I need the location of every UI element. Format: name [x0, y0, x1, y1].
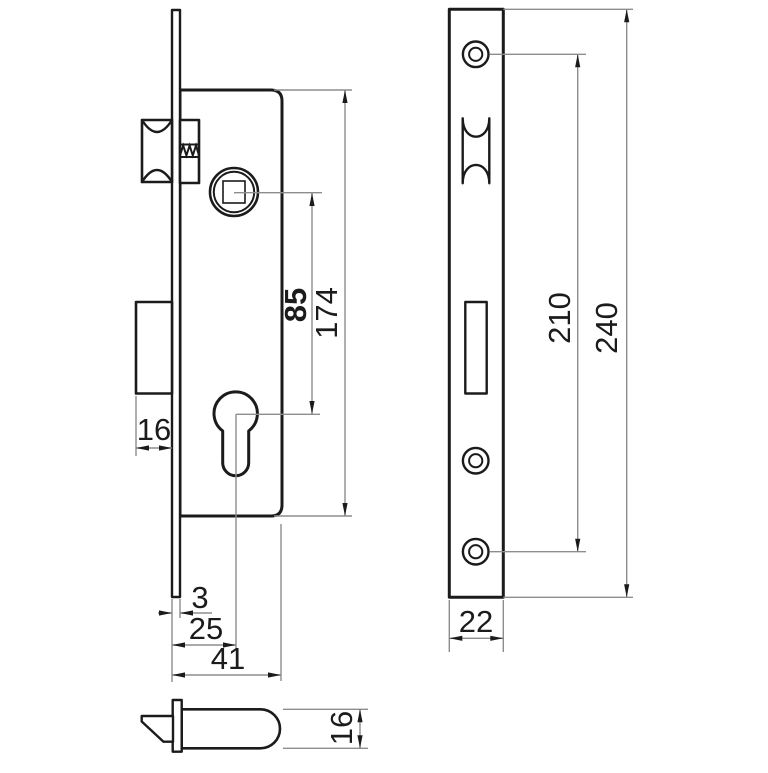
deadbolt: [134, 300, 174, 395]
latch-tail-block: [178, 118, 201, 185]
arrow-down-icon: [309, 401, 315, 414]
dim-240: 240: [503, 8, 633, 598]
arrow-down-icon: [342, 503, 348, 516]
arrow-down-icon: [624, 584, 630, 598]
dim-3-label: 3: [191, 580, 208, 615]
arrow-left-icon: [449, 635, 463, 641]
arrow-up-icon: [357, 709, 363, 723]
arrow-right-icon: [159, 610, 172, 616]
arrow-left-icon: [180, 610, 193, 616]
front-view: 210 240 22: [447, 7, 633, 652]
dim-25-label: 25: [189, 611, 223, 646]
dim-22-label: 22: [459, 604, 493, 639]
latch-opening: [461, 117, 491, 185]
arrow-down-icon: [357, 735, 363, 749]
arrow-left-icon: [172, 642, 185, 648]
arrow-up-icon: [575, 54, 581, 68]
arrow-up-icon: [624, 9, 630, 23]
arrow-left-icon: [136, 445, 149, 451]
arrow-right-icon: [223, 642, 236, 648]
screw-hole-middle: [461, 446, 490, 475]
latch-detail-view: 16: [140, 698, 368, 753]
arrow-right-icon: [490, 635, 504, 641]
dim-16-throw: 16: [135, 396, 172, 456]
dim-41-label: 41: [211, 641, 245, 676]
dim-3: 3: [158, 580, 212, 682]
dim-85-label: 85: [278, 288, 313, 322]
dim-16-latch-label: 16: [324, 711, 359, 745]
dim-174-label: 174: [309, 287, 344, 339]
spring-zigzag: [179, 142, 200, 159]
dim-16-latch: 16: [283, 708, 368, 749]
arrow-up-icon: [342, 90, 348, 103]
dim-41: 41: [172, 524, 282, 681]
dim-174: 174: [274, 89, 352, 517]
arrow-right-icon: [159, 445, 172, 451]
arrow-left-icon: [172, 672, 185, 678]
deadbolt-opening: [464, 300, 488, 395]
arrow-up-icon: [309, 193, 315, 206]
screw-hole-top: [461, 40, 490, 69]
dim-16-throw-label: 16: [137, 412, 171, 447]
side-view: 85 174 16 3 25: [134, 8, 352, 682]
screw-hole-bottom: [461, 537, 490, 566]
dim-25: 25: [172, 414, 237, 650]
arrow-down-icon: [575, 538, 581, 552]
dim-210-label: 210: [542, 292, 577, 344]
latch-bolt-curves: [140, 118, 174, 184]
latch-bevel-tip: [140, 714, 175, 743]
dim-210: 210: [490, 53, 586, 553]
dim-22: 22: [448, 600, 504, 652]
dim-240-label: 240: [589, 302, 624, 354]
latch-bolt-head: [140, 118, 174, 184]
dim-85: 85: [234, 192, 322, 415]
arrow-right-icon: [268, 672, 281, 678]
latch-body-section: [180, 708, 282, 750]
